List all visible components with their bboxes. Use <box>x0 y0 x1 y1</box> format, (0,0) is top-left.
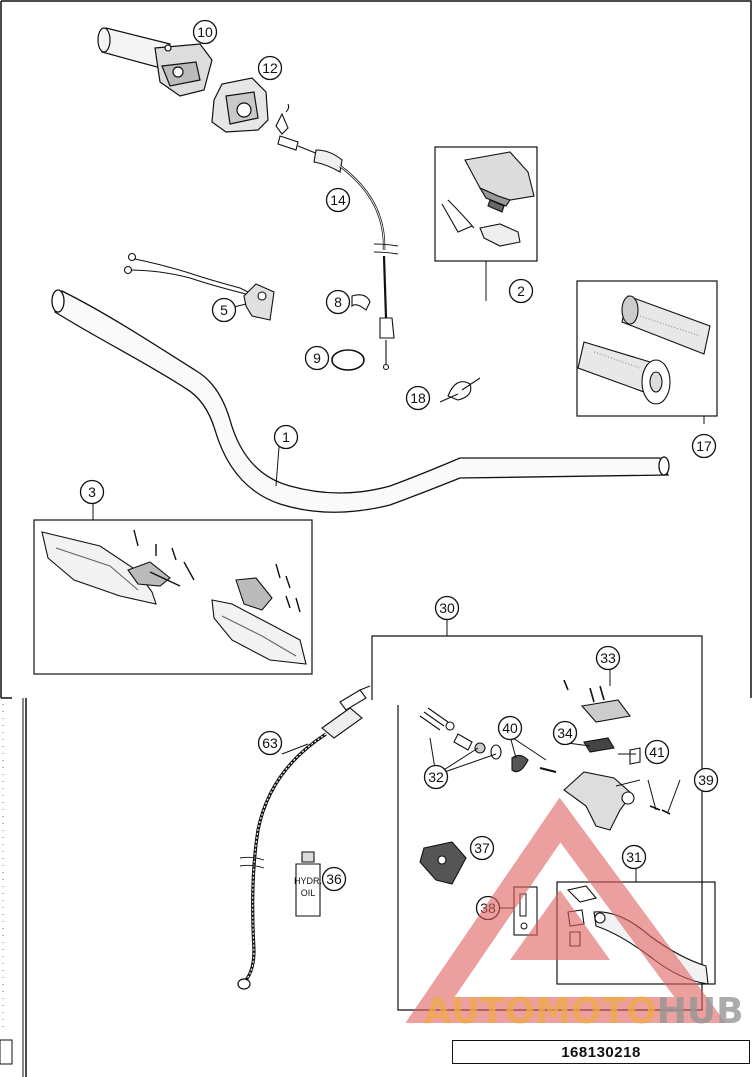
callout-8: 8 <box>325 289 351 315</box>
callout-label: 30 <box>439 600 455 616</box>
part-lever-guard <box>419 841 467 885</box>
callout-label: 17 <box>696 438 712 454</box>
callout-circle <box>192 19 218 45</box>
callout-circle <box>211 297 237 323</box>
callout-33: 33 <box>595 645 621 671</box>
callout-circle <box>257 55 283 81</box>
part-throttle-grip <box>97 27 213 97</box>
callout-2: 2 <box>508 278 534 304</box>
callout-63: 63 <box>257 730 283 756</box>
callout-label: 32 <box>428 769 444 785</box>
part-nut <box>520 922 528 930</box>
callout-10: 10 <box>192 19 218 45</box>
callout-label: 5 <box>220 302 228 318</box>
callout-circle <box>693 767 719 793</box>
callout-1: 1 <box>273 424 299 450</box>
callout-label: 18 <box>410 390 426 406</box>
callout-label: 8 <box>334 294 342 310</box>
callout-circle <box>621 844 647 870</box>
part-hydraulic-oil-bottle <box>295 851 321 917</box>
part-o-ring <box>331 349 365 371</box>
callout-circle <box>79 479 105 505</box>
callout-label: 41 <box>649 744 665 760</box>
callout-label: 40 <box>502 720 518 736</box>
part-switch-cover <box>441 151 535 247</box>
callout-37: 37 <box>469 835 495 861</box>
watermark-auto: AUTO <box>424 991 536 1032</box>
callout-label: 2 <box>517 283 525 299</box>
callout-circle <box>273 424 299 450</box>
callout-14: 14 <box>325 187 351 213</box>
watermark-hub: HUB <box>656 991 744 1032</box>
callout-circle <box>552 720 578 746</box>
part-reservoir-cover <box>563 679 631 723</box>
callout-17: 17 <box>691 433 717 459</box>
callout-circle <box>257 730 283 756</box>
part-handguards <box>41 529 307 665</box>
callout-circle <box>304 345 330 371</box>
callout-circle <box>423 764 449 790</box>
callout-41: 41 <box>644 739 670 765</box>
callout-30: 30 <box>434 595 460 621</box>
part-group-box-30 <box>371 635 703 1011</box>
callout-label: 1 <box>282 429 290 445</box>
callout-circle <box>405 385 431 411</box>
callout-label: 31 <box>626 849 642 865</box>
callout-circle <box>691 433 717 459</box>
callout-circle <box>434 595 460 621</box>
callout-40: 40 <box>497 715 523 741</box>
part-kill-switch <box>123 252 275 321</box>
callout-circle <box>321 866 347 892</box>
callout-label: 3 <box>88 484 96 500</box>
callout-circle <box>469 835 495 861</box>
callout-36: 36 <box>321 866 347 892</box>
callout-label: 14 <box>330 192 346 208</box>
callout-label: 9 <box>313 350 321 366</box>
callout-label: 36 <box>326 871 342 887</box>
watermark-moto: MOTO <box>535 991 657 1032</box>
part-handlebar <box>51 289 670 513</box>
callout-circle <box>595 645 621 671</box>
part-grips <box>577 295 711 405</box>
callout-31: 31 <box>621 844 647 870</box>
part-throttle-cable <box>275 103 399 371</box>
part-group-box-3 <box>33 519 313 675</box>
callout-9: 9 <box>304 345 330 371</box>
callout-39: 39 <box>693 767 719 793</box>
part-cable-tie <box>439 377 481 403</box>
callout-circle <box>508 278 534 304</box>
callout-label: 34 <box>557 725 573 741</box>
callout-32: 32 <box>423 764 449 790</box>
part-cable-clip <box>351 294 371 311</box>
watermark-text: AUTOMOTOHUB <box>424 992 750 1032</box>
part-brake-line-fitting <box>339 685 371 711</box>
callout-circle <box>325 187 351 213</box>
watermark-logo-triangle <box>405 797 726 1023</box>
callout-18: 18 <box>405 385 431 411</box>
part-group-box-17 <box>576 280 718 417</box>
callout-label: 63 <box>262 735 278 751</box>
callout-label: 39 <box>698 772 714 788</box>
callout-label: 10 <box>197 24 213 40</box>
callout-circle <box>497 715 523 741</box>
callout-label: 37 <box>474 840 490 856</box>
part-master-cylinder <box>419 707 671 831</box>
part-brake-line <box>237 707 363 990</box>
callout-5: 5 <box>211 297 237 323</box>
callout-34: 34 <box>552 720 578 746</box>
callout-12: 12 <box>257 55 283 81</box>
drawing-number: 168130218 <box>561 1043 641 1061</box>
bottle-label-line-2: OIL <box>301 888 316 898</box>
bottle-label-line-1: HYDR. <box>294 876 322 886</box>
callout-circle <box>325 289 351 315</box>
drawing-number-box: 168130218 <box>452 1040 750 1064</box>
callout-3: 3 <box>79 479 105 505</box>
callout-label: 33 <box>600 650 616 666</box>
callout-circle <box>644 739 670 765</box>
part-throttle-cover <box>211 77 269 133</box>
callout-label: 12 <box>262 60 278 76</box>
